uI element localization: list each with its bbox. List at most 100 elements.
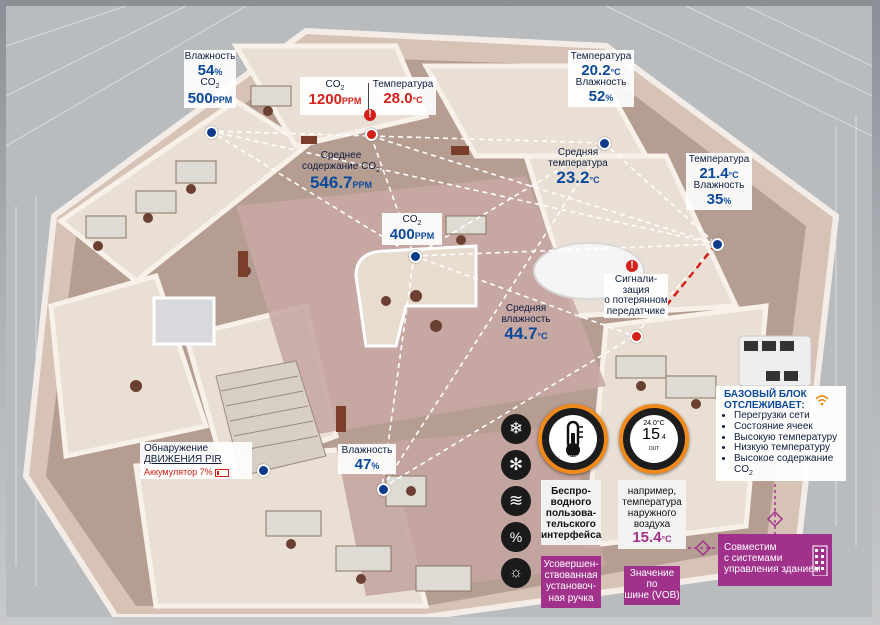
average-co2-value: 546.7PPM: [309, 172, 373, 192]
temperature-label: Температура: [570, 51, 632, 62]
sensor-label-center: CO2 400PPM: [382, 213, 442, 246]
list-item: Состояние ячеек: [734, 421, 842, 433]
sensor-pin-right[interactable]: [711, 238, 724, 251]
average-humidity-line2: влажность: [501, 313, 551, 325]
average-temperature-label: Средняя температура 23.2°C: [543, 147, 613, 187]
bus-value-line1: Значение по: [629, 568, 675, 591]
bms-line1: Совместим: [724, 542, 777, 553]
improved-knob-line4: ная ручка: [548, 592, 594, 604]
pir-line2: ДВИЖЕНИЯ PIR: [144, 453, 222, 465]
co2-label: CO2: [200, 77, 220, 91]
improved-knob-panel: Усовершен- ствованная установоч- ная руч…: [541, 556, 601, 608]
sensor-pin-top-left[interactable]: [205, 126, 218, 139]
base-unit-title-line2: ОТСЛЕЖИВАЕТ:: [724, 399, 805, 411]
sensor-label-alarm-top: CO2 1200PPM Температура 28.0°C: [300, 77, 436, 115]
snowflake-icon: ❄: [501, 414, 531, 444]
average-temperature-line1: Средняя: [557, 147, 599, 158]
outdoor-temperature-value: 15.4°C: [632, 529, 672, 546]
pir-line1: Обнаружение: [144, 443, 209, 454]
humidity-reading: 35%: [706, 190, 732, 208]
battery-status: Аккумулятор 7%: [144, 467, 248, 477]
floorplan-illustration: [6, 6, 872, 617]
floorplan-frame: Влажность 54% CO2 500PPM CO2 1200PPM Тем…: [6, 6, 872, 617]
sensor-label-bottom: Влажность 47%: [338, 444, 396, 475]
lost-alarm-line2: зация: [622, 284, 650, 296]
lost-alarm-line4: передатчике: [606, 305, 666, 317]
co2-reading: 500PPM: [187, 89, 233, 107]
sensor-pin-center[interactable]: [409, 250, 422, 263]
temperature-label: Температура: [688, 154, 750, 165]
co2-reading: 1200PPM: [308, 91, 362, 109]
outdoor-line2: температура: [622, 497, 682, 508]
bus-value-panel: Значение по шине (VOB): [624, 566, 680, 605]
co2-label: CO2: [325, 79, 345, 92]
sensor-pin-lost-transmitter[interactable]: [630, 330, 643, 343]
pir-motion-label: Обнаружение ДВИЖЕНИЯ PIR Аккумулятор 7%: [140, 442, 252, 480]
lost-alarm-line1: Сигнали-: [614, 274, 658, 285]
proxima-display-device[interactable]: 24.0°C 15.4 OUT PROXIMA: [619, 404, 689, 474]
improved-knob-line3: установоч-: [545, 581, 597, 593]
wireless-ui-line5: интерфейса: [541, 530, 602, 541]
average-co2-label: Среднее содержание CO2 546.7PPM: [298, 150, 384, 192]
wireless-ui-panel: Беспро- водного пользова- тельского инте…: [541, 480, 601, 545]
wireless-ui-line2: водного: [550, 497, 592, 508]
humidity-label: Влажность: [693, 180, 745, 192]
alarm-warning-icon: !: [364, 109, 376, 121]
humidity-reading: 54%: [197, 61, 223, 79]
fan-icon: ✻: [501, 450, 531, 480]
device-main-temperature: 15.4: [642, 426, 666, 443]
sensor-pin-alarm-top[interactable]: [365, 128, 378, 141]
average-humidity-line1: Средняя: [505, 303, 547, 314]
humidity-label: Влажность: [184, 51, 236, 62]
co2-reading: 400PPM: [389, 226, 435, 244]
temperature-reading: 20.2°C: [581, 61, 621, 79]
base-unit-panel: БАЗОВЫЙ БЛОК ОТСЛЕЖИВАЕТ: Перегрузки сет…: [716, 386, 846, 482]
wireless-ui-line4: тельского: [546, 519, 596, 530]
wireless-ui-line3: пользова-: [545, 508, 597, 519]
sensor-label-top-right: Температура 20.2°C Влажность 52%: [568, 50, 634, 107]
waves-icon: ≋: [501, 486, 531, 516]
sensor-label-top-left: Влажность 54% CO2 500PPM: [184, 50, 236, 109]
wireless-ui-line1: Беспро-: [551, 486, 591, 497]
sensor-pin-top-right[interactable]: [598, 137, 611, 150]
list-item: Высокое содержание: [734, 453, 842, 465]
co2-label: CO2: [402, 214, 422, 227]
temperature-reading: 21.4°C: [699, 164, 739, 182]
sensor-pin-bottom[interactable]: [377, 483, 390, 496]
device-out-label: OUT: [648, 446, 660, 452]
wifi-icon: [815, 395, 829, 406]
humidity-label: Влажность: [341, 445, 393, 456]
temperature-label: Температура: [372, 79, 434, 90]
outdoor-line1: например,: [627, 486, 677, 497]
improved-knob-line1: Усовершен-: [543, 559, 599, 570]
humidity-reading: 47%: [354, 455, 380, 473]
device-face: [549, 415, 597, 463]
sensor-pin-pir[interactable]: [257, 464, 270, 477]
bms-line2: с системами: [724, 553, 783, 565]
average-temperature-value: 23.2°C: [556, 168, 600, 187]
lightbulb-icon: ☼: [501, 558, 531, 588]
humidity-reading: 52%: [588, 87, 614, 105]
improved-knob-line2: ствованная: [544, 570, 598, 582]
building-icon: [812, 545, 828, 576]
outdoor-line3: наружного: [627, 508, 677, 519]
average-co2-line1: Среднее: [320, 150, 362, 161]
device-set-temperature: 24.0°C: [643, 420, 665, 427]
base-unit-list-tail: CO2: [734, 463, 753, 477]
average-co2-line2: содержание CO2: [301, 160, 381, 174]
device-face: 24.0°C 15.4 OUT: [630, 415, 678, 463]
sensor-label-right: Температура 21.4°C Влажность 35%: [686, 153, 752, 210]
base-unit-list: Перегрузки сети Состояние ячеек Высокую …: [724, 410, 842, 465]
list-item: Перегрузки сети: [734, 410, 842, 422]
proxima-thermostat-device[interactable]: PROXIMA: [538, 404, 608, 474]
outdoor-temperature-panel: например, температура наружного воздуха …: [618, 480, 686, 549]
bms-line3: управления зданием: [724, 564, 821, 576]
average-humidity-value: 44.7°C: [504, 324, 548, 343]
bms-compatibility-panel: Совместим с системами управления зданием: [718, 534, 832, 586]
base-unit-title-line1: БАЗОВЫЙ БЛОК: [724, 389, 807, 400]
lost-transmitter-alarm: Сигнали- зация о потерянном передатчике: [604, 274, 668, 318]
list-item: Высокую температуру: [734, 432, 842, 444]
average-humidity-label: Средняя влажность 44.7°C: [491, 303, 561, 343]
device-brand: PROXIMA: [561, 455, 585, 461]
